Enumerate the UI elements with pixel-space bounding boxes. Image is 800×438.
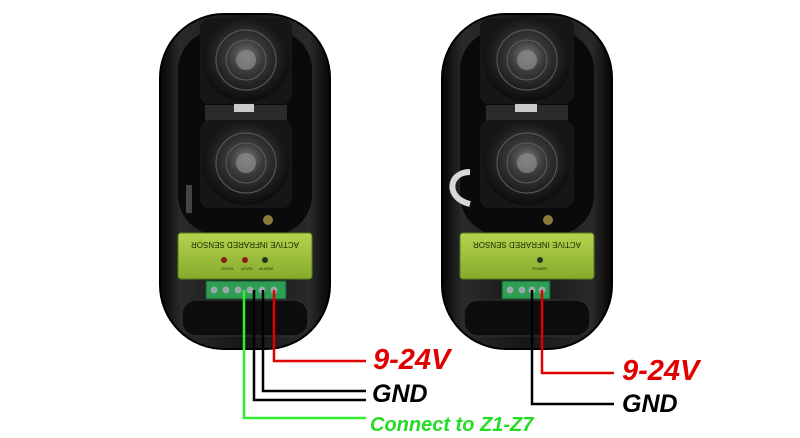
right-voltage-label: 9-24V <box>622 355 700 387</box>
left-panel-text: ACTIVE INFRARED SENSOR <box>191 240 299 249</box>
left-ground-wire-2 <box>261 290 366 393</box>
left-signal-label: Connect to Z1-Z7 <box>370 414 534 436</box>
right-ground-label: GND <box>622 390 678 418</box>
left-lens-divider <box>205 105 287 121</box>
right-circuit-panel: ACTIVE INFRARED SENSOR POWER <box>459 232 595 280</box>
left-voltage-label: 9-24V <box>373 344 451 376</box>
left-power-wire <box>272 290 366 363</box>
left-alarm-led <box>262 257 268 263</box>
left-sensor: ACTIVE INFRARED SENSOR GOOD LEVEL ALARM <box>159 13 366 420</box>
left-good-led <box>221 257 227 263</box>
left-upper-lens <box>200 18 292 104</box>
right-ground-wire <box>530 290 614 406</box>
right-power-led <box>537 257 543 263</box>
left-led-label-level: LEVEL <box>241 266 254 271</box>
right-terminal-block <box>501 280 551 300</box>
right-sensor: ACTIVE INFRARED SENSOR POWER <box>441 13 614 406</box>
left-led-label-good: GOOD <box>221 266 233 271</box>
left-circuit-panel: ACTIVE INFRARED SENSOR GOOD LEVEL ALARM <box>177 232 313 280</box>
right-lower-lens <box>480 120 574 208</box>
left-level-led <box>242 257 248 263</box>
left-ground-label: GND <box>372 380 428 408</box>
right-led-label-power: POWER <box>532 266 547 271</box>
left-signal-wire <box>242 290 366 420</box>
left-led-label-alarm: ALARM <box>259 266 273 271</box>
right-power-wire <box>540 290 614 375</box>
right-lens-divider <box>486 105 568 121</box>
right-side-cable <box>449 169 471 207</box>
right-panel-text: ACTIVE INFRARED SENSOR <box>473 240 581 249</box>
left-lower-lens <box>200 120 292 208</box>
right-upper-lens <box>480 18 574 104</box>
left-ground-wire-1 <box>252 290 366 402</box>
